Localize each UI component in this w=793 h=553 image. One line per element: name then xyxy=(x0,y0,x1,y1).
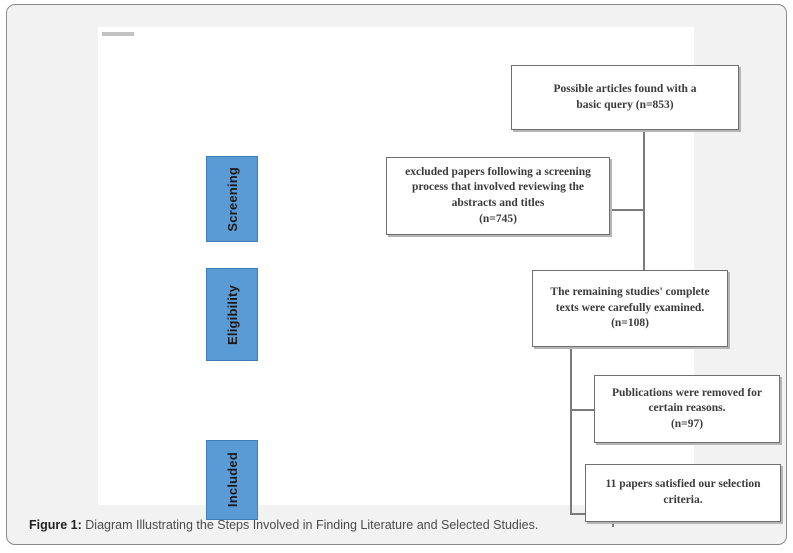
figure-caption-label: Figure 1: xyxy=(29,518,82,532)
stage-label-screening-text: Screening xyxy=(224,166,240,232)
canvas-top-stub-decoration xyxy=(102,32,134,36)
connector-identification-to-fulltext xyxy=(643,130,645,270)
flow-box-publications-removed-text: Publications were removed for certain re… xyxy=(611,386,762,430)
flow-box-identification: Possible articles found with a basic que… xyxy=(511,65,739,130)
stage-label-screening: Screening xyxy=(206,156,258,242)
flow-box-publications-removed: Publications were removed for certain re… xyxy=(594,375,780,443)
diagram-canvas: Screening Eligibility Included Possible … xyxy=(98,27,781,527)
stage-label-included-text: Included xyxy=(224,452,240,508)
flow-box-screening-excluded: excluded papers following a screening pr… xyxy=(386,157,610,235)
figure-caption-text: Diagram Illustrating the Steps Involved … xyxy=(81,518,539,532)
figure-caption: Figure 1: Diagram Illustrating the Steps… xyxy=(29,517,764,533)
flow-box-identification-text: Possible articles found with a basic que… xyxy=(553,82,697,111)
figure-panel: Screening Eligibility Included Possible … xyxy=(6,4,787,545)
connector-branch-to-screening-excluded xyxy=(610,209,644,211)
stage-label-included: Included xyxy=(206,440,258,520)
flow-box-papers-included: 11 papers satisfied our selection criter… xyxy=(585,464,781,522)
stage-label-eligibility: Eligibility xyxy=(206,268,258,361)
connector-branch-to-removed xyxy=(570,409,596,411)
flow-box-papers-included-text: 11 papers satisfied our selection criter… xyxy=(605,478,761,506)
flow-box-screening-excluded-text: excluded papers following a screening pr… xyxy=(405,165,591,225)
flow-box-fulltext-assessed: The remaining studies' complete texts we… xyxy=(532,270,728,347)
connector-fulltext-to-included xyxy=(570,347,572,514)
flow-box-fulltext-assessed-text: The remaining studies' complete texts we… xyxy=(550,286,710,330)
stage-label-eligibility-text: Eligibility xyxy=(224,284,240,345)
